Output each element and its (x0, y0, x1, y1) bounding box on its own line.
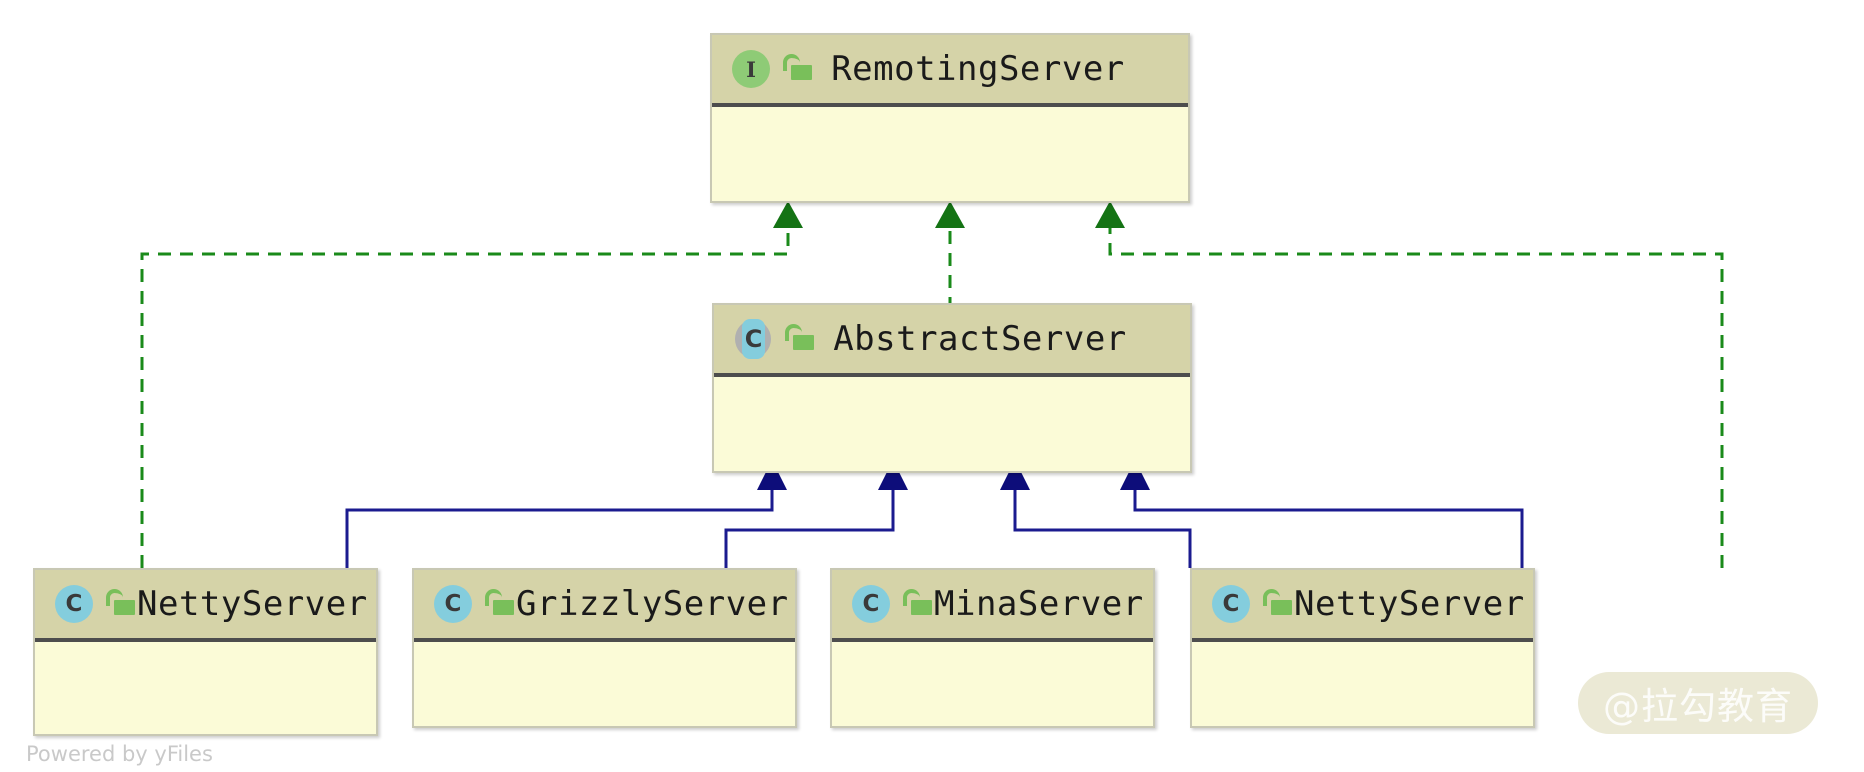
yfiles-credit-label: Powered by yFiles (26, 742, 213, 766)
edge-netty-server-right-to-abstract-server (1120, 460, 1524, 568)
edge-grizzly-server-to-abstract-server (724, 460, 908, 568)
uml-node-title: RemotingServer (831, 49, 1125, 89)
class-icon: C (1210, 583, 1252, 625)
uml-node-members-compartment (414, 642, 795, 704)
uml-node-abstract-server[interactable]: C AbstractServer (712, 303, 1192, 473)
generalization-edges (345, 460, 1524, 568)
unlocked-padlock-icon (1260, 587, 1294, 621)
uml-node-netty-server-right[interactable]: C NettyServer (1190, 568, 1535, 728)
watermark-badge: @拉勾教育 (1578, 672, 1818, 734)
uml-node-header: I RemotingServer (712, 35, 1188, 107)
edge-abstract-server-to-remoting-server (935, 201, 965, 310)
uml-node-members-compartment (832, 642, 1153, 704)
uml-node-title: NettyServer (1294, 584, 1525, 624)
class-icon: C (432, 583, 474, 625)
uml-node-members-compartment (1192, 642, 1533, 704)
uml-node-title: NettyServer (137, 584, 368, 624)
uml-node-title: GrizzlyServer (516, 584, 789, 624)
edge-mina-server-to-abstract-server (1000, 460, 1192, 568)
uml-node-netty-server-left[interactable]: C NettyServer (33, 568, 378, 736)
unlocked-padlock-icon (782, 322, 816, 356)
uml-node-grizzly-server[interactable]: C GrizzlyServer (412, 568, 797, 728)
edge-netty-server-left-to-abstract-server (345, 460, 787, 568)
uml-node-header: C AbstractServer (714, 305, 1190, 377)
uml-node-members-compartment (35, 642, 376, 704)
uml-node-header: C GrizzlyServer (414, 570, 795, 642)
uml-node-title: MinaServer (934, 584, 1144, 624)
edge-netty-server-left-to-remoting-server (140, 201, 803, 568)
uml-node-header: C MinaServer (832, 570, 1153, 642)
uml-node-remoting-server[interactable]: I RemotingServer (710, 33, 1190, 203)
interface-icon: I (730, 48, 772, 90)
uml-node-mina-server[interactable]: C MinaServer (830, 568, 1155, 728)
uml-node-header: C NettyServer (35, 570, 376, 642)
uml-node-members-compartment (714, 377, 1190, 439)
unlocked-padlock-icon (103, 587, 137, 621)
unlocked-padlock-icon (780, 52, 814, 86)
uml-node-members-compartment (712, 107, 1188, 169)
unlocked-padlock-icon (900, 587, 934, 621)
unlocked-padlock-icon (482, 587, 516, 621)
class-icon: C (850, 583, 892, 625)
class-icon: C (53, 583, 95, 625)
uml-node-title: AbstractServer (833, 319, 1127, 359)
uml-node-header: C NettyServer (1192, 570, 1533, 642)
abstract-class-icon: C (732, 318, 774, 360)
